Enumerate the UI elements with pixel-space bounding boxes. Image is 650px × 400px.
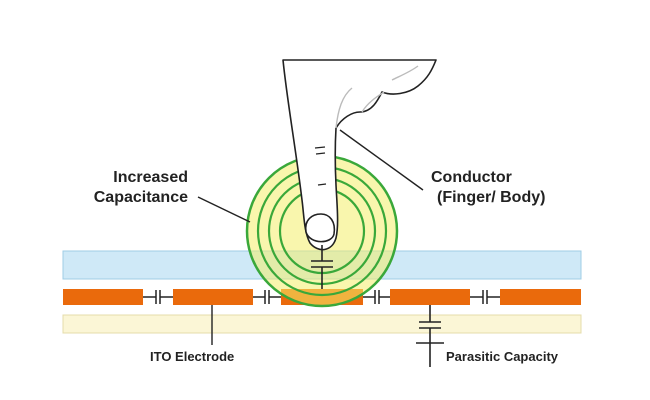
substrate-layer bbox=[62, 314, 582, 334]
capacitor-icon bbox=[470, 290, 500, 304]
conductor-label-line2: (Finger/ Body) bbox=[437, 189, 545, 206]
ito-electrode-segment bbox=[500, 289, 581, 305]
finger-icon bbox=[282, 59, 437, 251]
ito-electrode-segment bbox=[390, 289, 470, 305]
capacitor-icon bbox=[363, 290, 390, 304]
increased-capacitance-label-line2: Capacitance bbox=[94, 189, 188, 206]
increased-capacitance-label-line1: Increased bbox=[113, 169, 188, 186]
capacitor-icon bbox=[143, 290, 173, 304]
leader-line bbox=[339, 129, 424, 191]
parasitic-capacity-label: Parasitic Capacity bbox=[446, 349, 559, 364]
capacitor-icon bbox=[253, 290, 281, 304]
ito-electrode-label: ITO Electrode bbox=[150, 349, 234, 364]
capacitor-icon bbox=[311, 245, 333, 289]
conductor-label-line1: Conductor bbox=[431, 169, 512, 186]
ito-electrode-segment bbox=[173, 289, 253, 305]
ito-electrode-segment bbox=[63, 289, 143, 305]
leader-line bbox=[197, 196, 251, 223]
capacitor-icon bbox=[416, 305, 444, 367]
